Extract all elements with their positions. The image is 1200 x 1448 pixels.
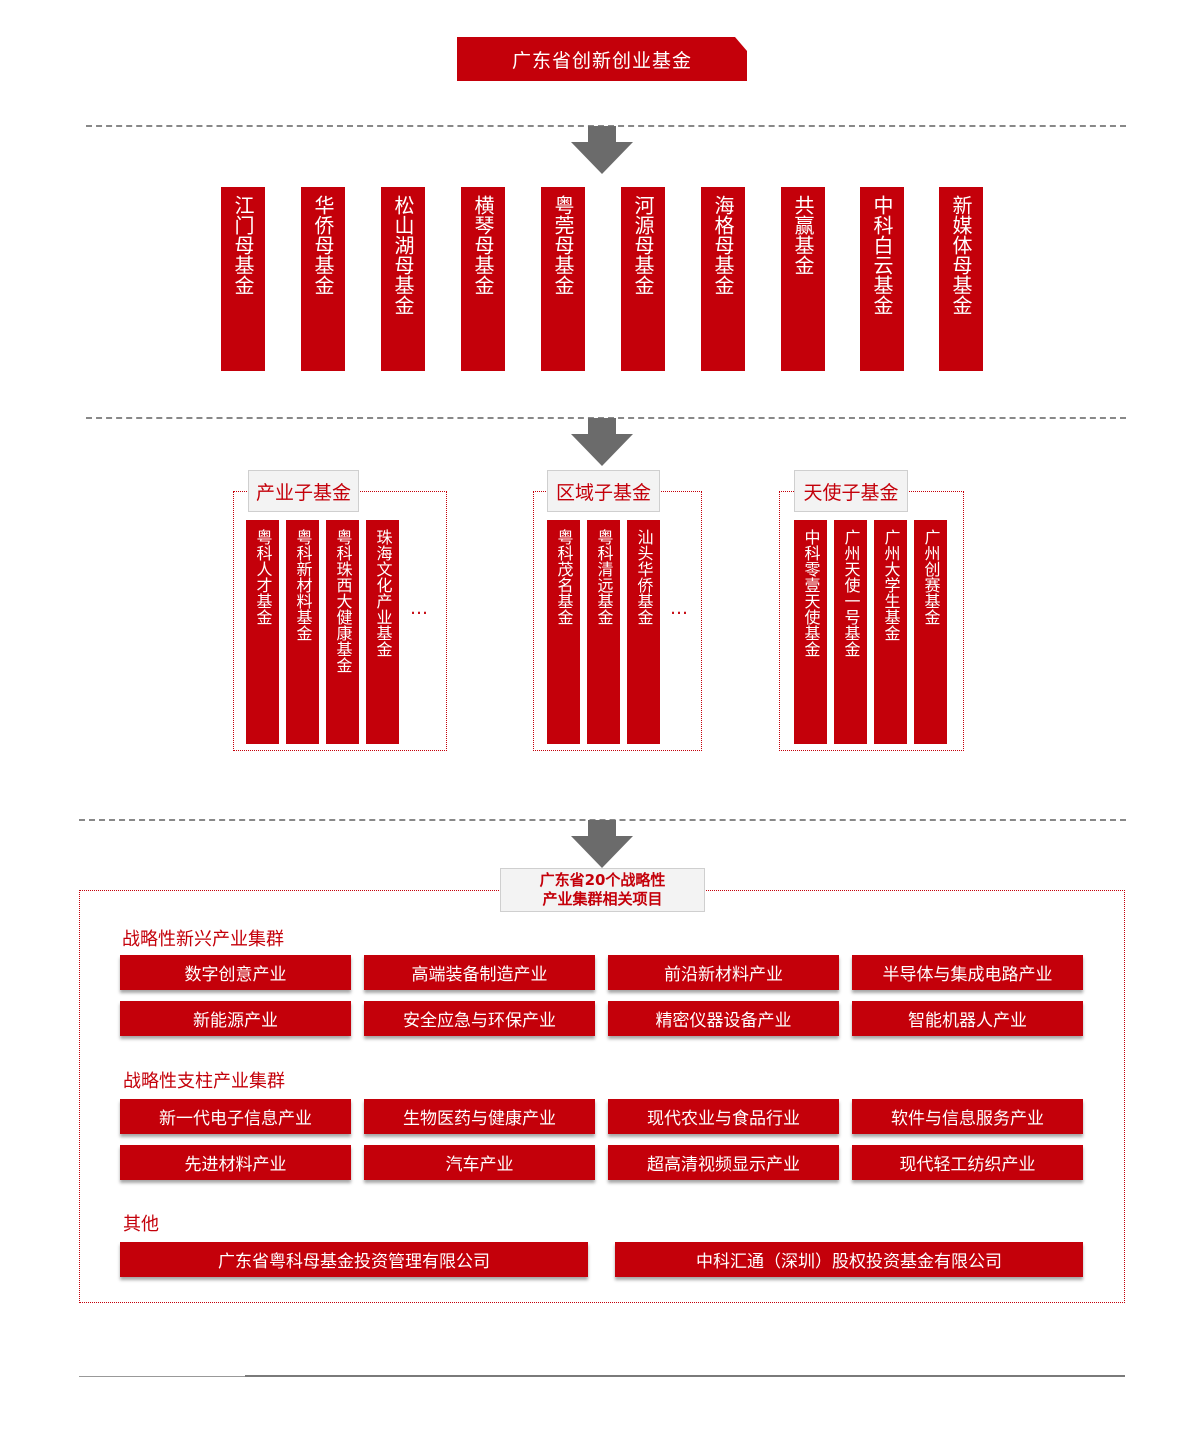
subfund-label: 粤科新材料基金 (293, 529, 313, 641)
title-banner: 广东省创新创业基金 (457, 37, 747, 81)
subfund-label: 粤科清远基金 (594, 529, 614, 625)
mother-fund-label: 新媒体母基金 (949, 195, 973, 315)
emerging-industry-item: 智能机器人产业 (852, 1001, 1083, 1036)
subfund-label: 粤科茂名基金 (554, 529, 574, 625)
mother-fund-label: 华侨母基金 (311, 195, 335, 295)
industry-cluster-label-line1: 广东省20个战略性 (539, 871, 666, 889)
emerging-industry-item: 高端装备制造产业 (364, 955, 595, 990)
industry-cluster-label-line2: 产业集群相关项目 (542, 890, 663, 908)
mother-fund-card: 新媒体母基金 (939, 187, 983, 371)
more-ellipsis: … (410, 598, 429, 619)
mother-fund-label: 横琴母基金 (471, 195, 495, 295)
subfund-card: 汕头华侨基金 (627, 520, 660, 744)
subfund-card: 珠海文化产业基金 (366, 520, 399, 744)
mother-fund-label: 江门母基金 (231, 195, 255, 295)
mother-fund-label: 共赢基金 (791, 195, 815, 275)
more-ellipsis: … (670, 598, 689, 619)
mother-fund-label: 粤莞母基金 (551, 195, 575, 295)
title-text: 广东省创新创业基金 (511, 49, 692, 72)
mother-fund-card: 粤莞母基金 (541, 187, 585, 371)
bottom-rule-accent (245, 1375, 1125, 1377)
mother-fund-card: 松山湖母基金 (381, 187, 425, 371)
pillar-industry-item: 汽车产业 (364, 1145, 595, 1180)
subfund-label: 广州天使一号基金 (841, 529, 861, 657)
mother-fund-card: 横琴母基金 (461, 187, 505, 371)
mother-fund-card: 江门母基金 (221, 187, 265, 371)
subfund-card: 粤科人才基金 (246, 520, 279, 744)
down-arrow-icon (571, 126, 633, 174)
subfund-label: 粤科珠西大健康基金 (333, 529, 353, 673)
mother-fund-card: 华侨母基金 (301, 187, 345, 371)
mother-fund-card: 海格母基金 (701, 187, 745, 371)
subfund-card: 粤科清远基金 (587, 520, 620, 744)
emerging-industry-item: 安全应急与环保产业 (364, 1001, 595, 1036)
subfund-card: 广州大学生基金 (874, 520, 907, 744)
subfund-card: 粤科珠西大健康基金 (326, 520, 359, 744)
mother-fund-card: 河源母基金 (621, 187, 665, 371)
subfund-card: 粤科新材料基金 (286, 520, 319, 744)
mother-fund-label: 河源母基金 (631, 195, 655, 295)
subfund-label: 广州大学生基金 (881, 529, 901, 641)
subfund-label: 中科零壹天使基金 (801, 529, 821, 657)
emerging-industry-item: 半导体与集成电路产业 (852, 955, 1083, 990)
angel-subfund-label: 天使子基金 (794, 470, 908, 512)
subfund-label: 粤科人才基金 (253, 529, 273, 625)
subfund-label: 珠海文化产业基金 (373, 529, 393, 657)
subfund-label: 广州创赛基金 (921, 529, 941, 625)
other-company-item: 广东省粤科母基金投资管理有限公司 (120, 1242, 588, 1277)
subfund-label: 汕头华侨基金 (634, 529, 654, 625)
mother-fund-label: 海格母基金 (711, 195, 735, 295)
pillar-industry-item: 先进材料产业 (120, 1145, 351, 1180)
pillar-industry-item: 生物医药与健康产业 (364, 1099, 595, 1134)
pillar-industry-item: 现代轻工纺织产业 (852, 1145, 1083, 1180)
mother-fund-card: 中科白云基金 (860, 187, 904, 371)
mother-fund-label: 中科白云基金 (870, 195, 894, 315)
other-company-item: 中科汇通（深圳）股权投资基金有限公司 (615, 1242, 1083, 1277)
emerging-industry-item: 数字创意产业 (120, 955, 351, 990)
emerging-cluster-title: 战略性新兴产业集群 (122, 929, 284, 950)
down-arrow-icon (571, 418, 633, 466)
industry-subfund-label: 产业子基金 (248, 470, 359, 512)
subfund-card: 粤科茂名基金 (547, 520, 580, 744)
pillar-industry-item: 超高清视频显示产业 (608, 1145, 839, 1180)
mother-fund-label: 松山湖母基金 (391, 195, 415, 315)
regional-subfund-label: 区域子基金 (547, 470, 660, 512)
emerging-industry-item: 精密仪器设备产业 (608, 1001, 839, 1036)
mother-fund-card: 共赢基金 (781, 187, 825, 371)
subfund-card: 中科零壹天使基金 (794, 520, 827, 744)
emerging-industry-item: 前沿新材料产业 (608, 955, 839, 990)
down-arrow-icon (571, 820, 633, 868)
pillar-industry-item: 现代农业与食品行业 (608, 1099, 839, 1134)
pillar-industry-item: 软件与信息服务产业 (852, 1099, 1083, 1134)
industry-cluster-label: 广东省20个战略性 产业集群相关项目 (500, 868, 705, 912)
pillar-cluster-title: 战略性支柱产业集群 (123, 1071, 285, 1092)
emerging-industry-item: 新能源产业 (120, 1001, 351, 1036)
pillar-industry-item: 新一代电子信息产业 (120, 1099, 351, 1134)
other-title: 其他 (123, 1214, 159, 1235)
subfund-card: 广州创赛基金 (914, 520, 947, 744)
subfund-card: 广州天使一号基金 (834, 520, 867, 744)
